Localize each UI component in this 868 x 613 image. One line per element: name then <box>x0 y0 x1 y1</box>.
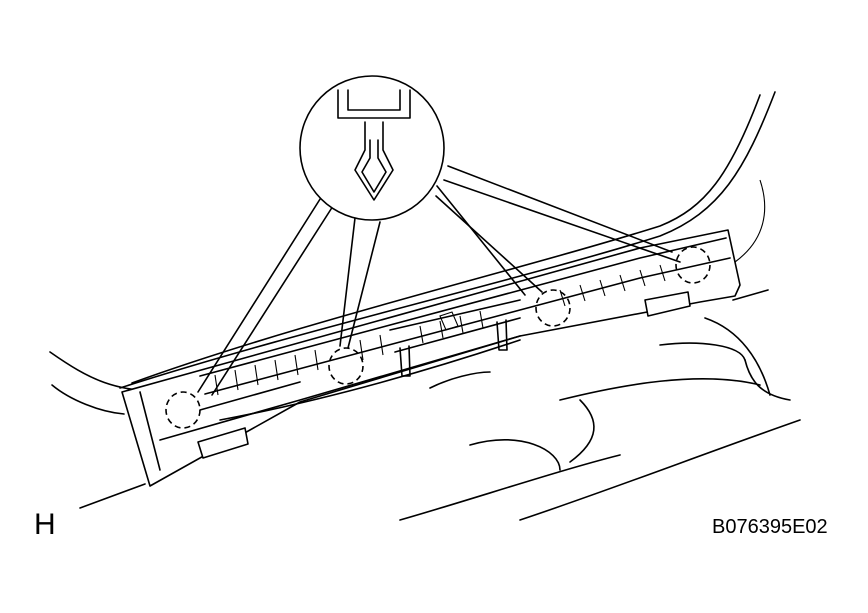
rib-pattern <box>214 264 666 396</box>
clip-location-1 <box>165 391 201 429</box>
figure-code: B076395E02 <box>712 516 828 538</box>
leader-lines <box>197 165 681 396</box>
clip-detail-icon <box>299 75 445 221</box>
clip-location-4 <box>675 246 711 284</box>
clip-locations <box>165 246 711 429</box>
view-label: H <box>34 508 56 541</box>
clip-location-2 <box>328 347 364 385</box>
scuff-plate <box>121 229 741 487</box>
clip-location-3 <box>535 289 571 327</box>
vehicle-body-outline <box>49 91 801 521</box>
